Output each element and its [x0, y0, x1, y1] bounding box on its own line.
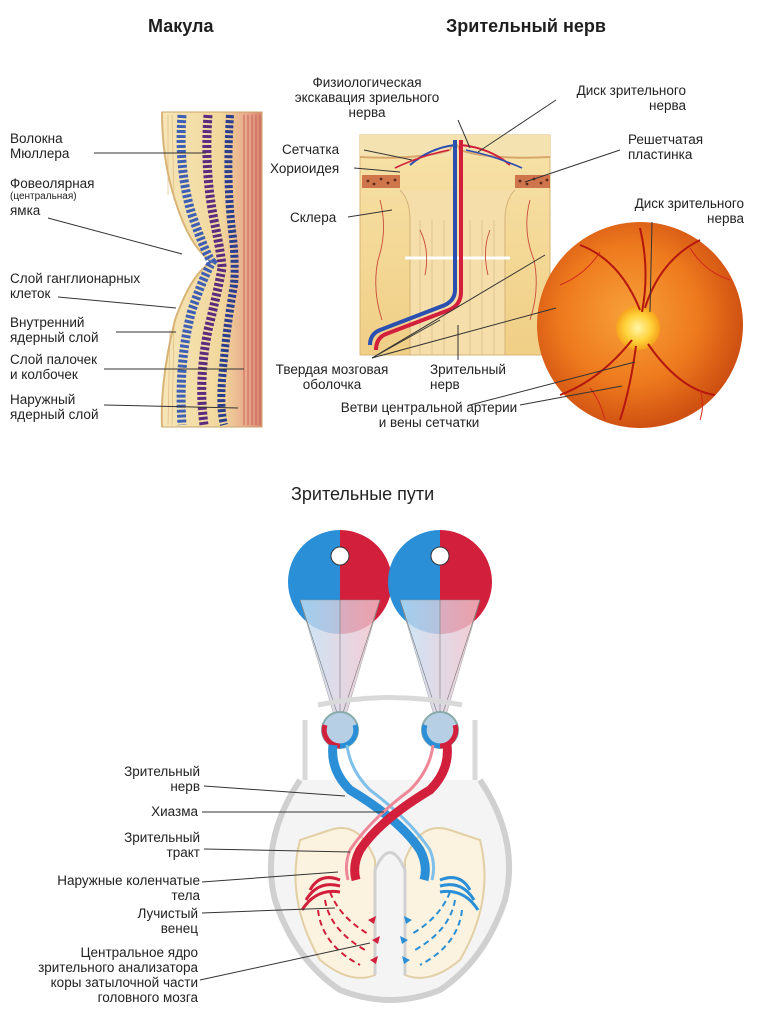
label-choroid: Хориоидея	[270, 161, 340, 176]
label-physiological-excavation: Физиологическая экскавация зриельного не…	[294, 75, 440, 120]
label-sclera: Склера	[290, 210, 337, 225]
optic-nerve-title: Зрительный нерв	[446, 16, 606, 36]
visual-pathways-diagram	[267, 530, 513, 1003]
label-foveolar-pit: Фовеолярная (центральная) ямка	[10, 176, 95, 218]
label-chiasm: Хиазма	[151, 804, 198, 819]
optic-nerve-section	[359, 134, 551, 356]
macula-section	[160, 111, 263, 428]
label-visual-cortex: Центральное ядро зрительного анализатора…	[38, 945, 198, 1005]
label-retina: Сетчатка	[282, 142, 340, 157]
visual-pathways-title: Зрительные пути	[291, 484, 435, 504]
fundus-image	[537, 222, 743, 428]
macula-title: Макула	[148, 16, 214, 36]
